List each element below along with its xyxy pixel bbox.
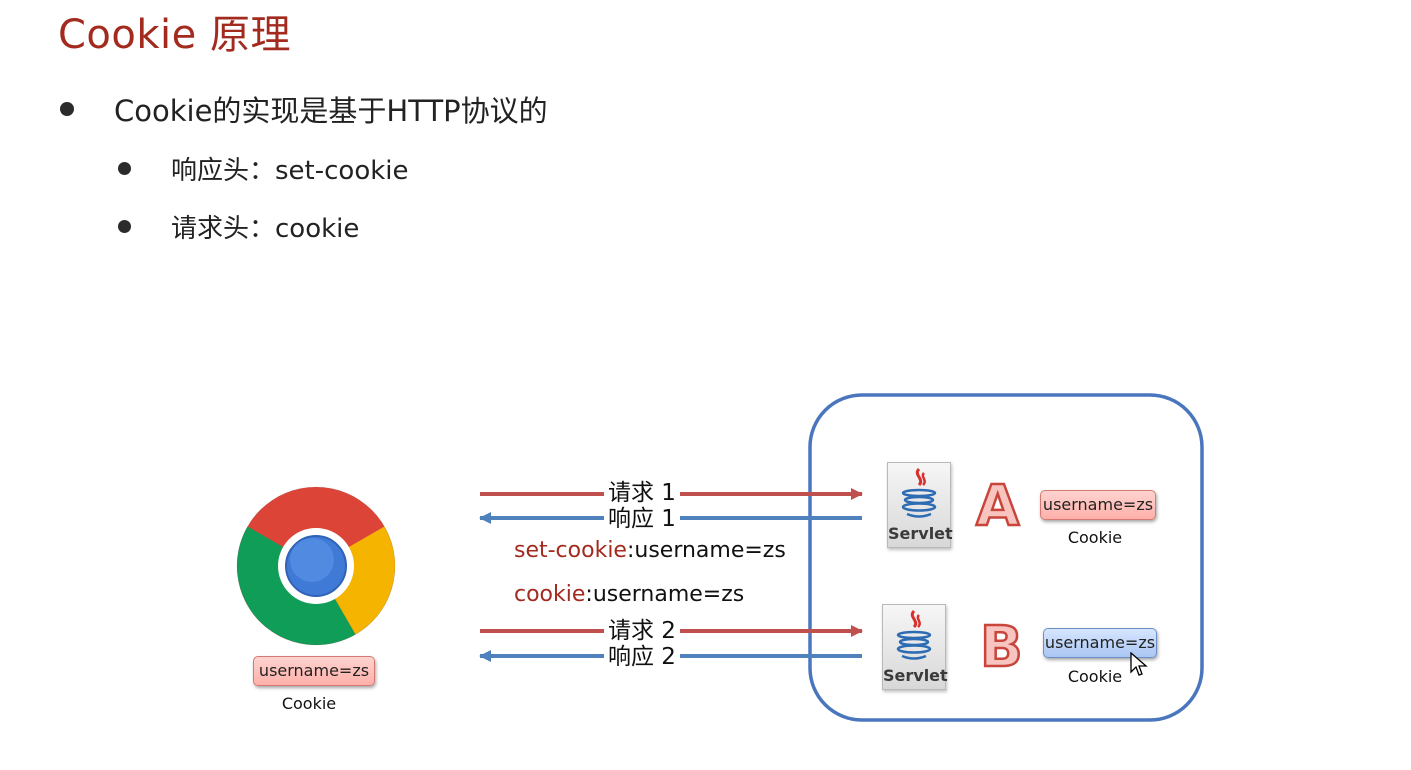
server-a-cookie-tag: username=zs [1040, 490, 1156, 520]
server-b-cookie-label: Cookie [1067, 667, 1123, 686]
server-box [808, 393, 1204, 722]
response-1-label: 响应 1 [604, 506, 680, 532]
bullet-sub1-text: 响应头：set-cookie [171, 156, 409, 186]
cookie-value: :username=zs [585, 582, 745, 607]
java-cup-icon [896, 609, 932, 660]
bullet-sub-response-header: 响应头：set-cookie [118, 150, 409, 187]
set-cookie-header: set-cookie:username=zs [514, 538, 786, 563]
server-b-letter: B [979, 614, 1024, 682]
java-servlet-icon: Servlet [887, 462, 953, 548]
servlet-a-label: Servlet [888, 524, 953, 543]
chrome-icon [236, 486, 396, 646]
page-title: Cookie 原理 [58, 12, 291, 58]
server-b-cookie-tag: username=zs [1043, 628, 1157, 658]
request-2-label: 请求 2 [604, 618, 680, 644]
response-2-label: 响应 2 [604, 644, 680, 670]
bullet-main: Cookie的实现是基于HTTP协议的 [60, 88, 548, 130]
set-cookie-value: :username=zs [626, 538, 786, 563]
request-1-label: 请求 1 [604, 480, 680, 506]
bullet-main-text: Cookie的实现是基于HTTP协议的 [114, 94, 548, 128]
mouse-cursor-icon [1130, 652, 1148, 676]
bullet-sub2-text: 请求头：cookie [171, 214, 360, 244]
set-cookie-key: set-cookie [514, 538, 627, 563]
server-a-letter: A [975, 473, 1021, 541]
server-a-cookie-label: Cookie [1067, 528, 1123, 547]
cookie-header: cookie:username=zs [514, 582, 744, 607]
bullet-sub-request-header: 请求头：cookie [118, 208, 359, 245]
bullet-dot [118, 220, 131, 233]
java-cup-icon [901, 467, 937, 518]
bullet-dot [60, 102, 74, 116]
servlet-b-label: Servlet [883, 666, 948, 685]
bullet-dot [118, 162, 131, 175]
browser-cookie-tag: username=zs [253, 656, 375, 686]
browser-cookie-label: Cookie [281, 694, 337, 713]
cookie-key: cookie [514, 582, 586, 607]
java-servlet-icon: Servlet [882, 604, 948, 690]
